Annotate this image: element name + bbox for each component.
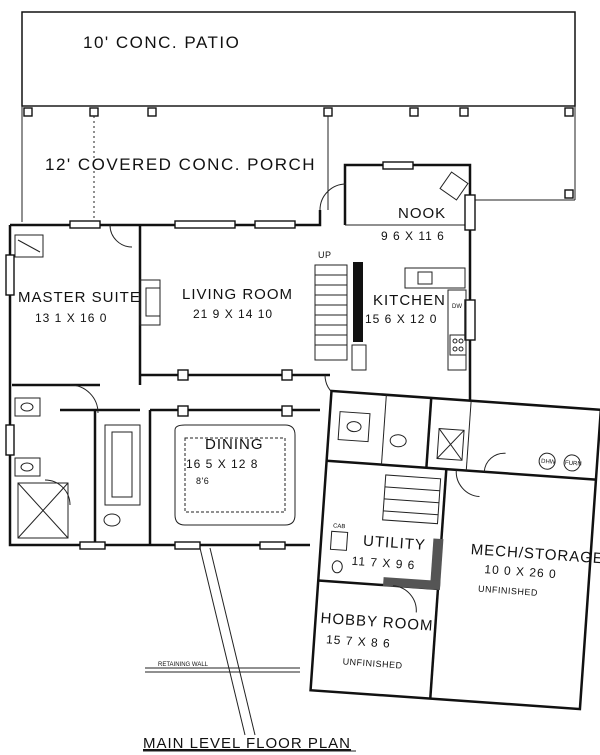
plan-title: MAIN LEVEL FLOOR PLAN [143,735,351,752]
covered-porch: 12' COVERED CONC. PORCH [21,106,576,222]
columns [177,369,293,417]
furn-label: FURN [565,460,582,467]
dining-label: DINING [205,436,264,453]
stairs-icon: UP [314,250,367,371]
dining-ceiling-height: 8'6 [196,476,209,486]
utility-dims: 11 7 X 9 6 [351,554,416,572]
kitchen-label: KITCHEN [373,292,446,309]
mech-storage-dims: 10 0 X 26 0 [484,562,557,581]
dhw-label: DHW [541,459,556,466]
retaining-wall-label: RETAINING WALL [158,662,209,668]
nook-dims: 9 6 X 11 6 [381,229,445,243]
nook-label: NOOK [398,205,446,222]
retaining-wall: RETAINING WALL [145,547,300,736]
porch-label: 12' COVERED CONC. PORCH [45,155,316,174]
hobby-room-unfinished: UNFINISHED [342,656,403,670]
nook-fireplace-icon [439,171,469,201]
kitchen-dims: 15 6 X 12 0 [365,312,437,326]
utility-label: UTILITY [363,533,427,554]
kitchen-fixtures: DW [404,267,467,371]
dishwasher-label: DW [452,304,462,310]
master-suite-dims: 13 1 X 16 0 [35,311,107,325]
mech-storage-unfinished: UNFINISHED [478,584,539,598]
master-bath-fixtures [14,397,141,539]
hobby-room-dims: 15 7 X 8 6 [326,632,392,650]
dining-dims: 16 5 X 12 8 [186,457,258,471]
living-room-label: LIVING ROOM [182,286,293,303]
fireplace-icon [14,234,161,326]
stairs-up-label: UP [318,250,332,260]
patio-label: 10' CONC. PATIO [83,33,240,52]
living-room-dims: 21 9 X 14 10 [193,307,273,321]
lower-level-overlay: DHW FURN CAB [309,389,600,711]
cab-label: CAB [333,523,346,530]
master-suite-label: MASTER SUITE [18,289,141,306]
dining-tray-ceiling [174,424,296,526]
patio-area: 10' CONC. PATIO [21,11,576,107]
